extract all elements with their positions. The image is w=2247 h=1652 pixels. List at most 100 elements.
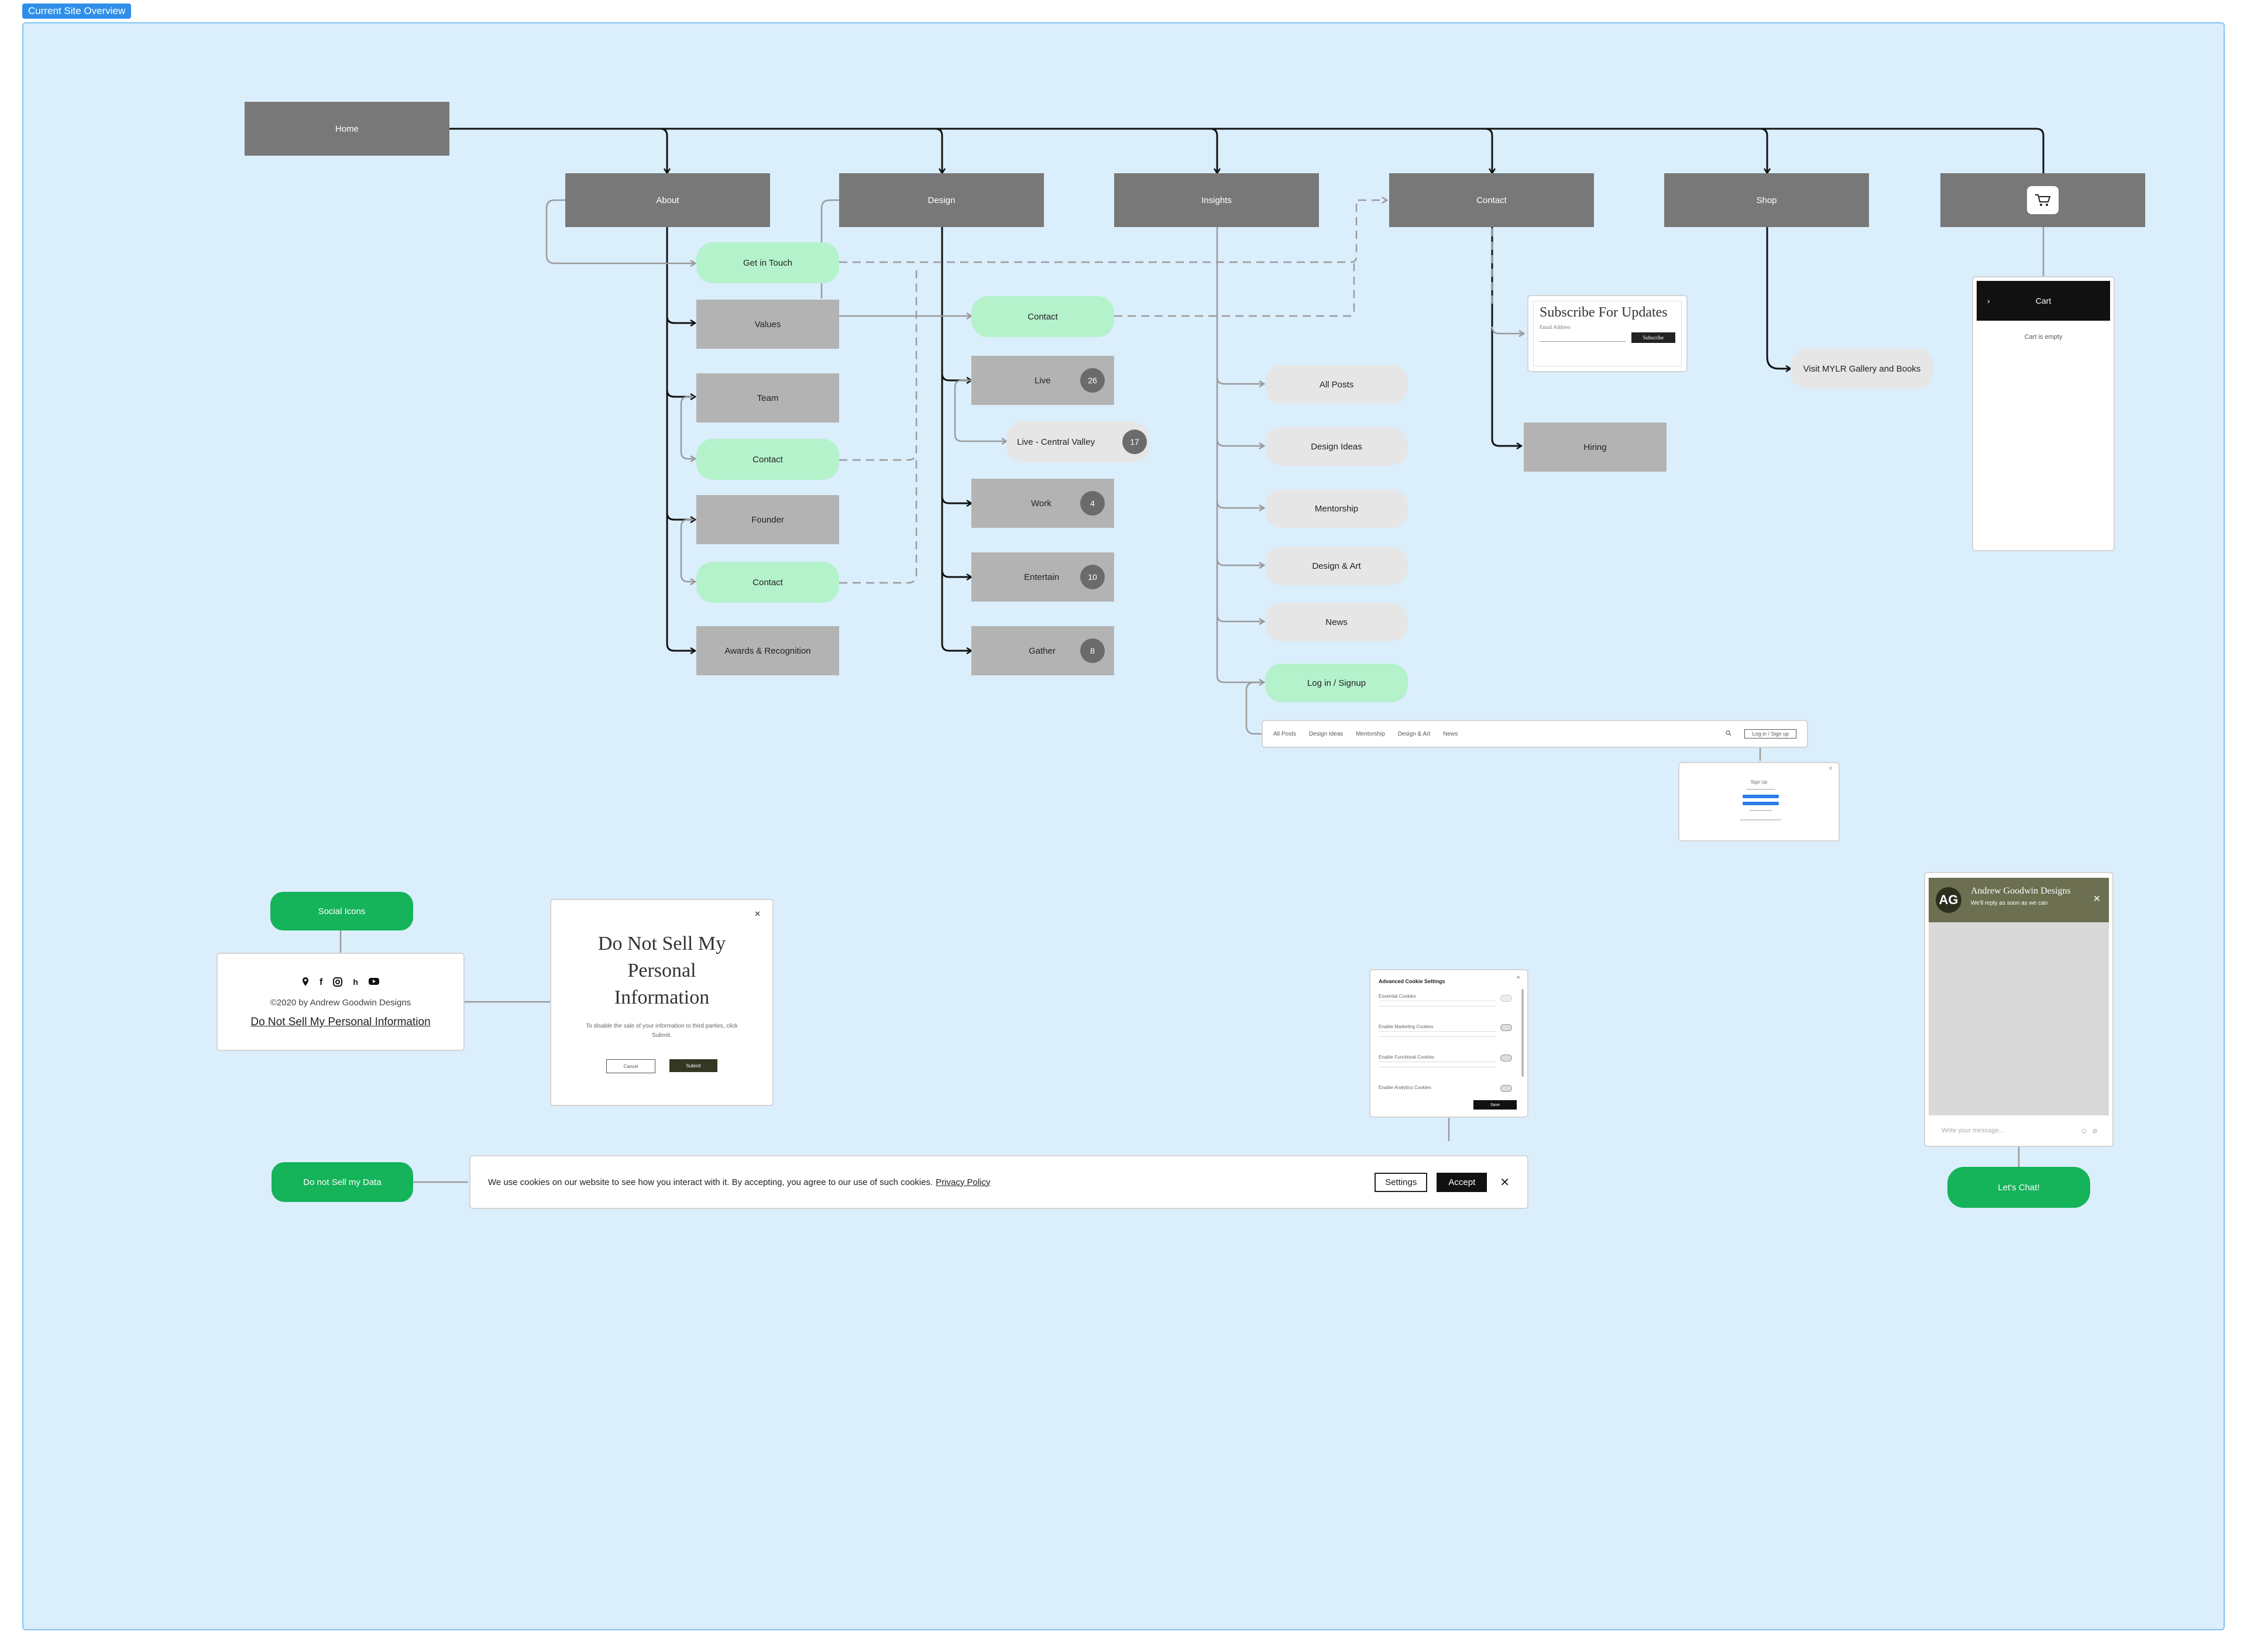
cookie-toggle[interactable]: [1500, 1024, 1512, 1031]
submit-button[interactable]: Submit: [669, 1059, 717, 1072]
close-icon[interactable]: ✕: [1828, 765, 1833, 771]
cookie-toggle[interactable]: [1500, 995, 1512, 1002]
chat-input[interactable]: Write your message...: [1942, 1127, 2004, 1134]
youtube-icon[interactable]: [368, 977, 379, 988]
subscribe-title: Subscribe For Updates: [1540, 305, 1668, 320]
frame-label[interactable]: Current Site Overview: [22, 4, 132, 19]
close-icon[interactable]: ✕: [1500, 1176, 1510, 1189]
node-live-central-valley[interactable]: Live - Central Valley 17: [1006, 421, 1149, 462]
cookie-toggle[interactable]: [1500, 1055, 1512, 1062]
node-contact-founder[interactable]: Contact: [696, 562, 839, 603]
signup-provider-button[interactable]: [1743, 795, 1779, 798]
chat-header: AG Andrew Goodwin Designs We'll reply as…: [1929, 878, 2109, 922]
signup-provider-button[interactable]: [1743, 802, 1779, 805]
cart-title: Cart: [2035, 296, 2052, 305]
avatar: AG: [1936, 887, 1961, 913]
node-contact[interactable]: Contact: [1389, 173, 1594, 227]
canvas-frame: [22, 22, 2225, 1630]
blog-nav-bar: All Posts Design Ideas Mentorship Design…: [1262, 720, 1808, 748]
email-field[interactable]: [1540, 334, 1626, 342]
email-label: Email Address: [1540, 324, 1571, 330]
social-icons-label[interactable]: Social Icons: [270, 892, 413, 930]
cookie-row-label: Enable Functional Cookies: [1379, 1055, 1435, 1060]
node-visit-mylr[interactable]: Visit MYLR Gallery and Books: [1791, 349, 1933, 389]
dns-body: To disable the sale of your information …: [586, 1023, 738, 1039]
close-icon[interactable]: ✕: [1516, 975, 1520, 980]
node-about[interactable]: About: [565, 173, 770, 227]
node-team[interactable]: Team: [696, 373, 839, 423]
chevron-right-icon[interactable]: ›: [1987, 296, 1990, 305]
privacy-policy-link[interactable]: Privacy Policy: [936, 1177, 991, 1187]
location-icon[interactable]: [302, 977, 309, 988]
node-home[interactable]: Home: [245, 102, 449, 156]
blog-nav-item[interactable]: Mentorship: [1356, 730, 1385, 737]
node-design-ideas[interactable]: Design Ideas: [1265, 427, 1408, 466]
node-get-in-touch[interactable]: Get in Touch: [696, 242, 839, 283]
node-hiring[interactable]: Hiring: [1524, 423, 1667, 472]
node-gather-label: Gather: [1029, 645, 1056, 656]
cookie-banner: We use cookies on our website to see how…: [469, 1155, 1528, 1209]
node-cart[interactable]: [1940, 173, 2145, 227]
blog-login-button[interactable]: Log in / Sign up: [1744, 729, 1796, 739]
node-mentorship[interactable]: Mentorship: [1265, 489, 1408, 528]
dns-modal: ✕ Do Not Sell My Personal Information To…: [550, 899, 774, 1106]
scrollbar[interactable]: [1521, 989, 1524, 1077]
node-all-posts[interactable]: All Posts: [1265, 365, 1408, 404]
node-live-label: Live: [1035, 375, 1051, 386]
copyright-text: ©2020 by Andrew Goodwin Designs: [270, 998, 411, 1008]
close-icon[interactable]: ✕: [754, 909, 761, 918]
dns-title: Do Not Sell My Personal Information: [597, 933, 726, 1008]
lets-chat-button[interactable]: Let's Chat!: [1947, 1167, 2090, 1208]
cookie-settings-title: Advanced Cookie Settings: [1379, 978, 1445, 984]
chat-widget: AG Andrew Goodwin Designs We'll reply as…: [1924, 872, 2114, 1147]
node-design-art[interactable]: Design & Art: [1265, 547, 1408, 585]
dnsmpi-link[interactable]: Do Not Sell My Personal Information: [250, 1016, 431, 1028]
node-entertain-label: Entertain: [1024, 572, 1060, 582]
blog-nav-item[interactable]: Design Ideas: [1308, 730, 1344, 737]
node-gather[interactable]: Gather 8: [971, 626, 1114, 675]
count-badge: 8: [1080, 638, 1105, 663]
emoji-icon[interactable]: ☺: [2080, 1126, 2088, 1135]
subscribe-button[interactable]: Subscribe: [1631, 332, 1675, 343]
node-work[interactable]: Work 4: [971, 479, 1114, 528]
cookie-settings-button[interactable]: Settings: [1375, 1172, 1428, 1192]
node-live[interactable]: Live 26: [971, 356, 1114, 405]
cookie-row-label: Essential Cookies: [1379, 994, 1416, 999]
node-values[interactable]: Values: [696, 300, 839, 349]
attachment-icon[interactable]: ⌀: [2093, 1126, 2097, 1135]
count-badge: 10: [1080, 565, 1105, 589]
node-work-label: Work: [1031, 498, 1052, 509]
node-news[interactable]: News: [1265, 603, 1408, 641]
chat-body: [1929, 922, 2109, 1115]
node-login-signup[interactable]: Log in / Signup: [1265, 664, 1408, 702]
node-entertain[interactable]: Entertain 10: [971, 552, 1114, 602]
signup-title: Sign Up: [1750, 779, 1768, 785]
blog-nav-item[interactable]: News: [1443, 730, 1458, 737]
blog-nav-item[interactable]: Design & Art: [1397, 730, 1431, 737]
search-icon[interactable]: [1726, 730, 1731, 738]
node-design-contact[interactable]: Contact: [971, 296, 1114, 337]
blog-nav-item[interactable]: All Posts: [1273, 730, 1296, 737]
node-insights[interactable]: Insights: [1114, 173, 1319, 227]
node-live-cv-label: Live - Central Valley: [1017, 437, 1095, 447]
node-contact-team[interactable]: Contact: [696, 439, 839, 480]
node-founder[interactable]: Founder: [696, 495, 839, 544]
facebook-icon[interactable]: f: [319, 977, 323, 987]
cart-header: › Cart: [1977, 281, 2110, 321]
do-not-sell-data-label[interactable]: Do not Sell my Data: [272, 1162, 413, 1202]
houzz-icon[interactable]: h: [353, 977, 358, 987]
cookie-toggle[interactable]: [1500, 1085, 1512, 1092]
cart-empty-text: Cart is empty: [2024, 334, 2063, 341]
accept-button[interactable]: Accept: [1437, 1172, 1487, 1192]
chat-subtitle: We'll reply as soon as we can: [1971, 900, 2048, 906]
save-button[interactable]: Save: [1473, 1100, 1517, 1110]
cancel-button[interactable]: Cancel: [606, 1059, 655, 1073]
node-awards[interactable]: Awards & Recognition: [696, 626, 839, 675]
instagram-icon[interactable]: [333, 977, 343, 988]
close-icon[interactable]: ✕: [2093, 894, 2101, 904]
subscribe-form: Subscribe For Updates Email Address Subs…: [1527, 295, 1688, 372]
node-design[interactable]: Design: [839, 173, 1044, 227]
node-shop[interactable]: Shop: [1664, 173, 1869, 227]
cart-icon: [2027, 186, 2059, 214]
